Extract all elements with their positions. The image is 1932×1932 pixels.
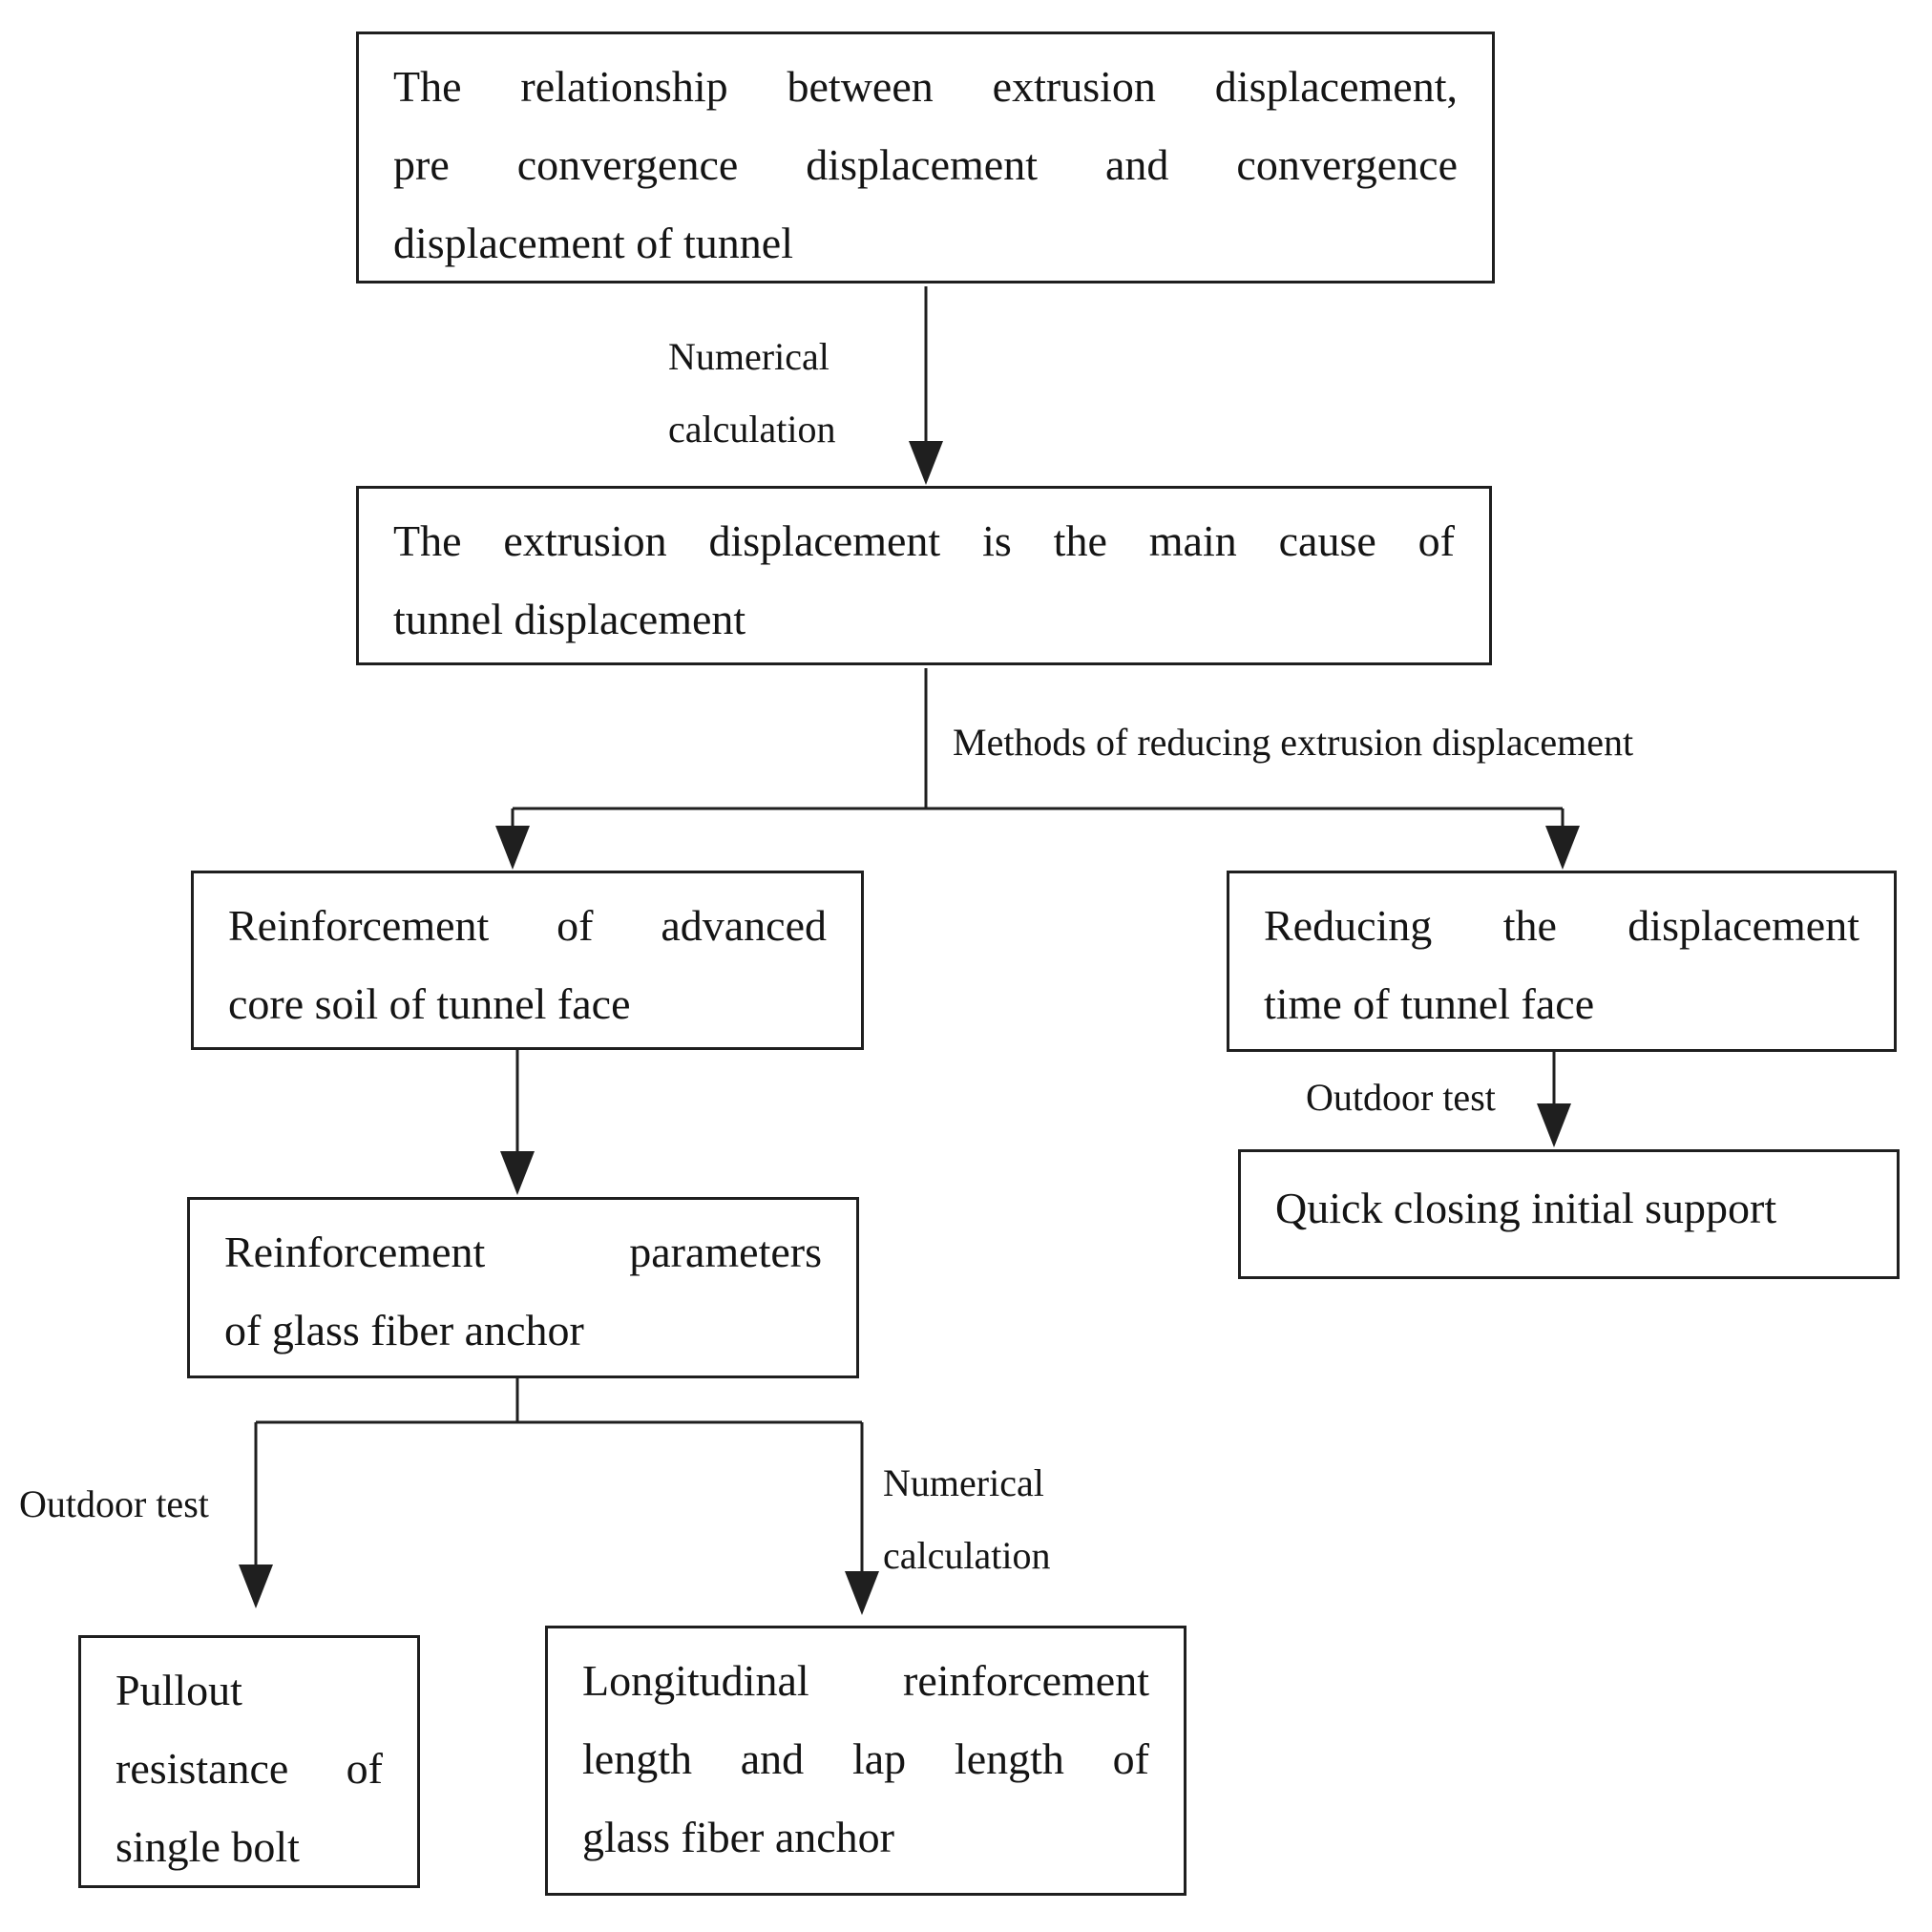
text-line: Reducing the displacement	[1264, 901, 1859, 950]
box-longitudinal-reinforcement: Longitudinal reinforcement length and la…	[545, 1626, 1186, 1896]
text-line: Reinforcement of advanced	[228, 901, 827, 950]
edge-label-numerical-calculation-top: Numerical calculation	[668, 335, 836, 451]
connector-methods-split	[495, 668, 1580, 870]
box-reinforcement-core-soil: Reinforcement of advanced core soil of t…	[191, 871, 864, 1050]
edge-label-numerical-calculation-bottom: Numerical calculation	[883, 1461, 1051, 1577]
edge-label-methods: Methods of reducing extrusion displaceme…	[953, 721, 1634, 764]
text-line: Reinforcement parameters	[224, 1228, 822, 1276]
arrow-relationship-to-cause	[909, 286, 943, 485]
box-reducing-displacement-time: Reducing the displacement time of tunnel…	[1227, 871, 1897, 1052]
text-line: Pullout	[116, 1666, 242, 1714]
text-line: pre convergence displacement and converg…	[393, 140, 1458, 189]
text-line: The relationship between extrusion displ…	[393, 62, 1458, 111]
text-line: single bolt	[116, 1822, 300, 1871]
connector-anchor-split	[239, 1378, 879, 1615]
text-line: The extrusion displacement is the main c…	[393, 516, 1455, 565]
box-reinforcement-parameters: Reinforcement parameters of glass fiber …	[187, 1197, 859, 1378]
box-extrusion-main-cause: The extrusion displacement is the main c…	[356, 486, 1492, 665]
text-line: displacement of tunnel	[393, 219, 793, 267]
text-line: resistance of	[116, 1744, 383, 1793]
text-line: time of tunnel face	[1264, 979, 1595, 1028]
text-line: of glass fiber anchor	[224, 1306, 584, 1354]
arrow-core-to-params	[500, 1050, 535, 1195]
box-pullout-resistance: Pullout resistance of single bolt	[78, 1635, 420, 1888]
text-line: glass fiber anchor	[582, 1813, 894, 1861]
box-relationship: The relationship between extrusion displ…	[356, 32, 1495, 284]
text-line: core soil of tunnel face	[228, 979, 631, 1028]
box-quick-closing-support: Quick closing initial support	[1238, 1149, 1900, 1279]
text-line: Longitudinal reinforcement	[582, 1656, 1149, 1705]
text-line: length and lap length of	[582, 1734, 1149, 1783]
text-line: Quick closing initial support	[1275, 1184, 1777, 1232]
arrow-time-to-quick	[1537, 1052, 1571, 1147]
text-line: tunnel displacement	[393, 595, 746, 643]
edge-label-outdoor-test-left: Outdoor test	[19, 1482, 209, 1525]
edge-label-outdoor-test-right: Outdoor test	[1306, 1076, 1496, 1119]
